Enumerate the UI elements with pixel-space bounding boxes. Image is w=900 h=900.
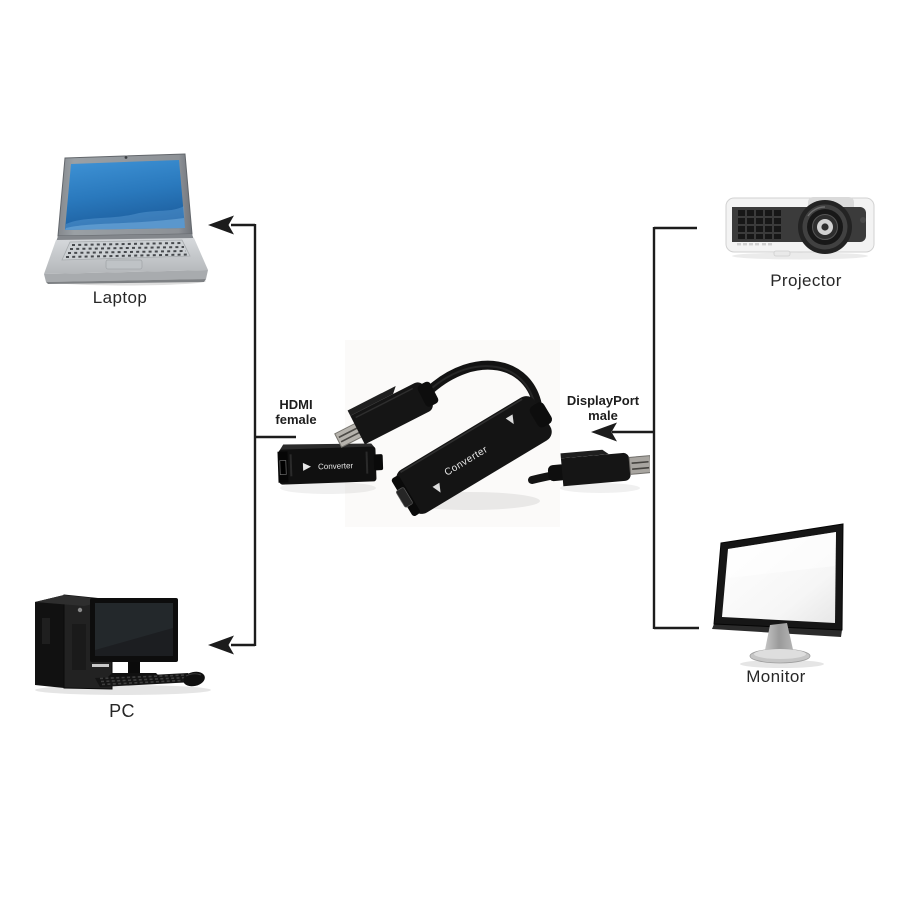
- projector-illustration: [725, 197, 875, 260]
- laptop-illustration: [44, 153, 208, 286]
- projector-label: Projector: [770, 271, 842, 290]
- displayport-plug-right: [528, 449, 650, 487]
- converter-dongle: Converter: [391, 396, 553, 517]
- projector-shadow: [732, 252, 868, 260]
- pc-illustration: [35, 594, 211, 695]
- displayport-plug-top: [334, 381, 439, 448]
- pc-keyboard: [95, 673, 194, 687]
- laptop-screen: [57, 153, 193, 237]
- laptop-base: [44, 234, 208, 284]
- small-converter-text: Converter: [318, 461, 354, 471]
- monitor-illustration: [712, 523, 844, 668]
- displayport-male-label-line2: male: [588, 408, 618, 423]
- arrowhead-pc-icon: [208, 635, 234, 655]
- projector-foot: [773, 250, 791, 257]
- arrowhead-laptop-icon: [208, 215, 234, 235]
- pc-label: PC: [109, 701, 135, 721]
- arrowhead-adapter-icon: [591, 422, 617, 442]
- adapter-photo: Converter Converter: [277, 340, 650, 527]
- small-converter-box: Converter: [277, 443, 384, 485]
- displayport-male-label: DisplayPort male: [555, 393, 651, 423]
- monitor-stand: [749, 623, 811, 664]
- monitor-label: Monitor: [746, 667, 806, 686]
- pc-mouse: [183, 671, 205, 687]
- hdmi-female-label-line1: HDMI: [279, 397, 313, 412]
- projector-grille: [737, 210, 781, 246]
- monitor-shadow: [740, 660, 824, 668]
- projector-lens: [798, 200, 852, 254]
- projector-ir-dot: [860, 217, 866, 223]
- displayport-male-label-line1: DisplayPort: [566, 393, 640, 408]
- laptop-touchpad: [105, 259, 143, 270]
- monitor-screen: [712, 523, 844, 637]
- hdmi-female-label: HDMI female: [256, 397, 336, 427]
- hdmi-female-label-line2: female: [275, 412, 317, 427]
- laptop-label: Laptop: [92, 288, 148, 307]
